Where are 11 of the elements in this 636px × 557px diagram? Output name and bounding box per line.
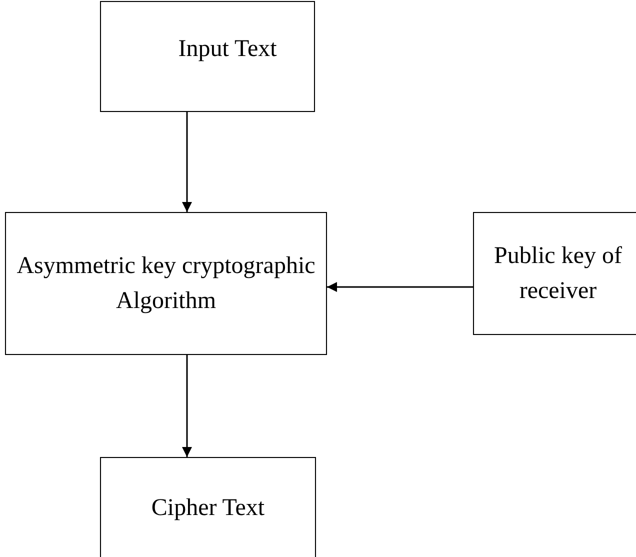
box-label: Cipher Text	[151, 494, 265, 523]
arrow	[182, 112, 192, 212]
arrow	[182, 355, 192, 457]
process-box	[5, 212, 327, 355]
box-label: Input Text	[178, 35, 277, 64]
box-label: Public key of receiver	[493, 242, 623, 306]
process-box	[473, 212, 636, 335]
arrow	[327, 282, 473, 292]
process-box	[100, 1, 315, 112]
process-box	[100, 457, 316, 557]
box-label: Asymmetric key cryptographic Algorithm	[16, 252, 316, 316]
